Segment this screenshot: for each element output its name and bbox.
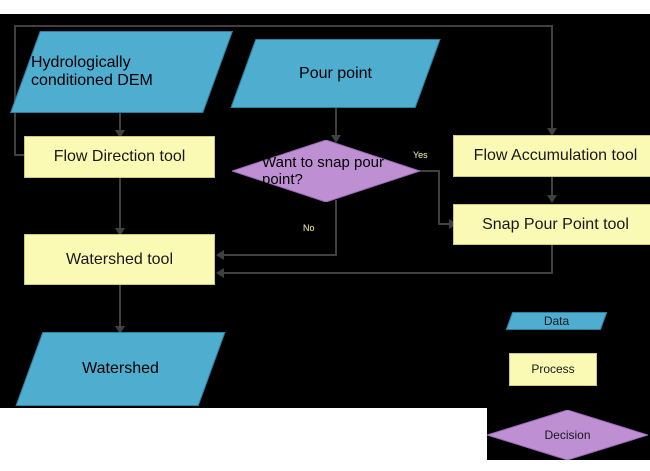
edge-label-no: No (303, 223, 315, 233)
data-shape (505, 312, 608, 330)
connector-decision-no-left (222, 254, 337, 256)
arrowhead-snap-to-watershed-tool (216, 268, 224, 278)
node-label: Watershed tool (65, 250, 173, 268)
node-watershed[interactable]: Watershed (15, 332, 226, 406)
node-label: Flow Direction tool (53, 148, 186, 166)
connector-snap-to-watershed-tool-left (222, 272, 553, 274)
connector-flow-direction-to-watershed-tool (119, 178, 121, 233)
connector-decision-yes-into-snap (438, 223, 452, 225)
connector-dem-to-left-margin (14, 25, 16, 155)
connector-watershed-tool-to-watershed (119, 285, 121, 330)
arrowhead-flow-direction-to-watershed-tool (115, 228, 125, 236)
connector-snap-to-watershed-tool-down (551, 245, 553, 274)
decision-shape (232, 140, 420, 202)
connector-left-margin-to-flow-direction (14, 154, 28, 156)
legend-item-decision: Decision (487, 410, 648, 460)
connector-flow-accumulation-to-snap (551, 177, 553, 200)
node-watershed-tool[interactable]: Watershed tool (24, 234, 215, 285)
connector-pour-point-to-decision (335, 108, 337, 140)
node-hydrologically-conditioned-dem[interactable]: Hydrologically conditioned DEM (10, 31, 233, 113)
connector-decision-yes-right (418, 170, 440, 172)
connector-top-rail-down-to-flow-accumulation (551, 25, 553, 133)
arrowhead-decision-no-to-watershed-tool (216, 250, 224, 260)
arrowhead-to-decision (331, 135, 341, 143)
connector-dem-to-flow-direction (119, 113, 121, 135)
node-label: Flow Accumulation tool (473, 147, 638, 165)
node-pour-point[interactable]: Pour point (230, 39, 441, 108)
connector-top-rail-to-flow-accumulation (14, 25, 553, 27)
node-snap-pour-point-tool[interactable]: Snap Pour Point tool (453, 204, 650, 245)
connector-decision-no-down (335, 200, 337, 255)
legend-item-data: Data (505, 312, 608, 330)
connector-decision-yes-down (438, 170, 440, 224)
node-decision-want-to-snap[interactable]: Want to snap pour point? (232, 140, 420, 202)
data-shape (15, 332, 226, 406)
data-shape (230, 39, 441, 108)
node-flow-accumulation-tool[interactable]: Flow Accumulation tool (453, 135, 650, 177)
legend-label-process: Process (531, 362, 575, 377)
node-flow-direction-tool[interactable]: Flow Direction tool (24, 136, 215, 178)
legend-item-process: Process (509, 353, 597, 386)
edge-label-yes: Yes (413, 150, 428, 160)
node-label: Snap Pour Point tool (482, 215, 629, 233)
data-shape (10, 31, 233, 113)
arrowhead-to-flow-direction (115, 130, 125, 138)
arrowhead-flow-accumulation-to-snap (547, 195, 557, 203)
decision-shape (487, 410, 648, 460)
arrowhead-to-watershed (115, 326, 125, 334)
arrowhead-to-flow-accumulation (547, 128, 557, 136)
